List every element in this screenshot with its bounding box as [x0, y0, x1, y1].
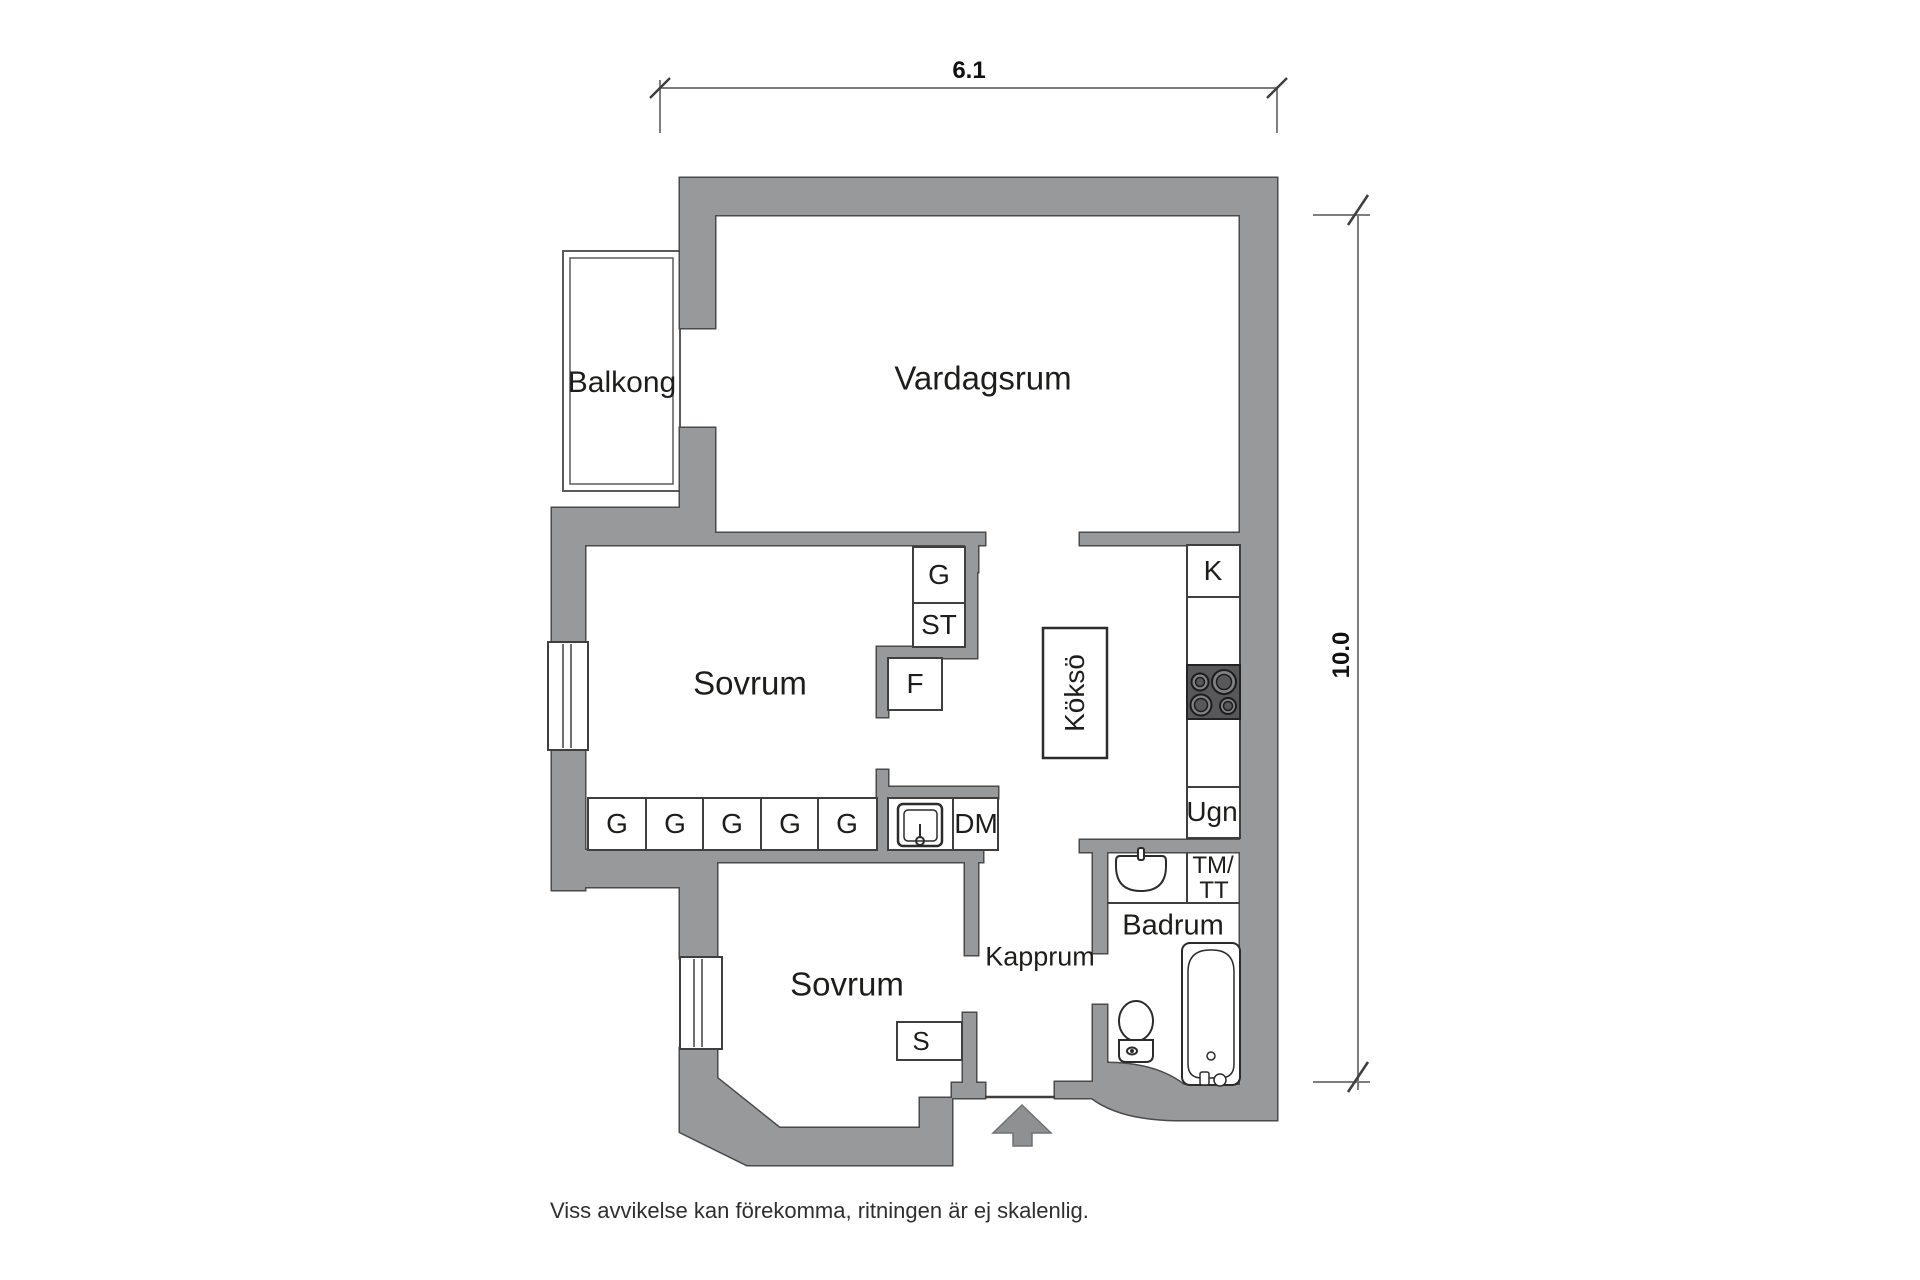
entrance-arrow-icon: [991, 1103, 1053, 1147]
window-icon: [679, 956, 723, 1050]
dimension-width: [649, 77, 1288, 133]
dimension-height: [1313, 194, 1370, 1093]
wall-segment: [1093, 852, 1107, 953]
walls: [552, 178, 1277, 1165]
toilet-icon: [1118, 1000, 1154, 1063]
bathtub-icon: [1181, 942, 1241, 1087]
dimension-height-value: 10.0: [1328, 631, 1355, 679]
label-fridge: K: [1203, 555, 1223, 586]
wall-segment: [877, 647, 888, 717]
wall-segment: [680, 178, 1277, 215]
label-closet-st: ST: [921, 609, 957, 640]
window-icon: [547, 641, 589, 751]
room-label-badrum: Badrum: [1122, 909, 1224, 942]
room-label-balkong: Balkong: [567, 366, 677, 399]
label-washer-line2: TT: [1199, 877, 1229, 904]
dimension-width-value: 6.1: [952, 57, 986, 84]
label-washer-line1: TM/: [1192, 852, 1234, 879]
wall-segment: [965, 862, 978, 955]
wall-segment: [1080, 533, 1240, 545]
wall-segment: [965, 545, 977, 647]
room-label-kapprum: Kapprum: [985, 941, 1095, 972]
label-wardrobe-4: G: [779, 808, 801, 839]
room-label-vardagsrum: Vardagsrum: [894, 359, 1072, 397]
wall-segment: [920, 1098, 952, 1138]
washbasin-icon: [1115, 847, 1167, 893]
wall-segment: [963, 1013, 976, 1098]
wall-segment: [1055, 1063, 1240, 1120]
bathroom-counter-lines: [1107, 852, 1240, 904]
room-label-sovrum-2: Sovrum: [790, 965, 904, 1003]
balcony-outline: [562, 250, 681, 492]
kitchen-island: [1041, 626, 1109, 760]
sink-icon: [896, 802, 944, 848]
label-wardrobe-3: G: [721, 808, 743, 839]
label-dishwasher: DM: [954, 808, 998, 839]
wall-segment: [680, 853, 717, 958]
room-label-sovrum-1: Sovrum: [693, 664, 807, 702]
label-oven: Ugn: [1186, 796, 1238, 827]
label-closet-f: F: [906, 668, 924, 699]
stove-icon: [1186, 664, 1241, 720]
label-closet-g: G: [928, 559, 950, 590]
wall-segment: [552, 508, 585, 643]
label-wardrobe-2: G: [664, 808, 686, 839]
wall-segment: [1240, 178, 1277, 1120]
label-kitchen-island: Köksö: [1059, 654, 1090, 732]
label-closet-s: S: [912, 1026, 930, 1056]
disclaimer-text: Viss avvikelse kan förekomma, ritningen …: [550, 1198, 1089, 1223]
wall-segment: [877, 770, 888, 852]
wall-segment: [585, 850, 983, 862]
wall-segment: [680, 178, 715, 328]
wall-segment: [877, 647, 977, 658]
wall-segment: [715, 533, 985, 545]
wall-segment: [680, 1078, 782, 1165]
wall-segment: [877, 787, 998, 798]
wall-segment: [1080, 840, 1240, 852]
label-wardrobe-1: G: [606, 808, 628, 839]
label-wardrobe-5: G: [836, 808, 858, 839]
